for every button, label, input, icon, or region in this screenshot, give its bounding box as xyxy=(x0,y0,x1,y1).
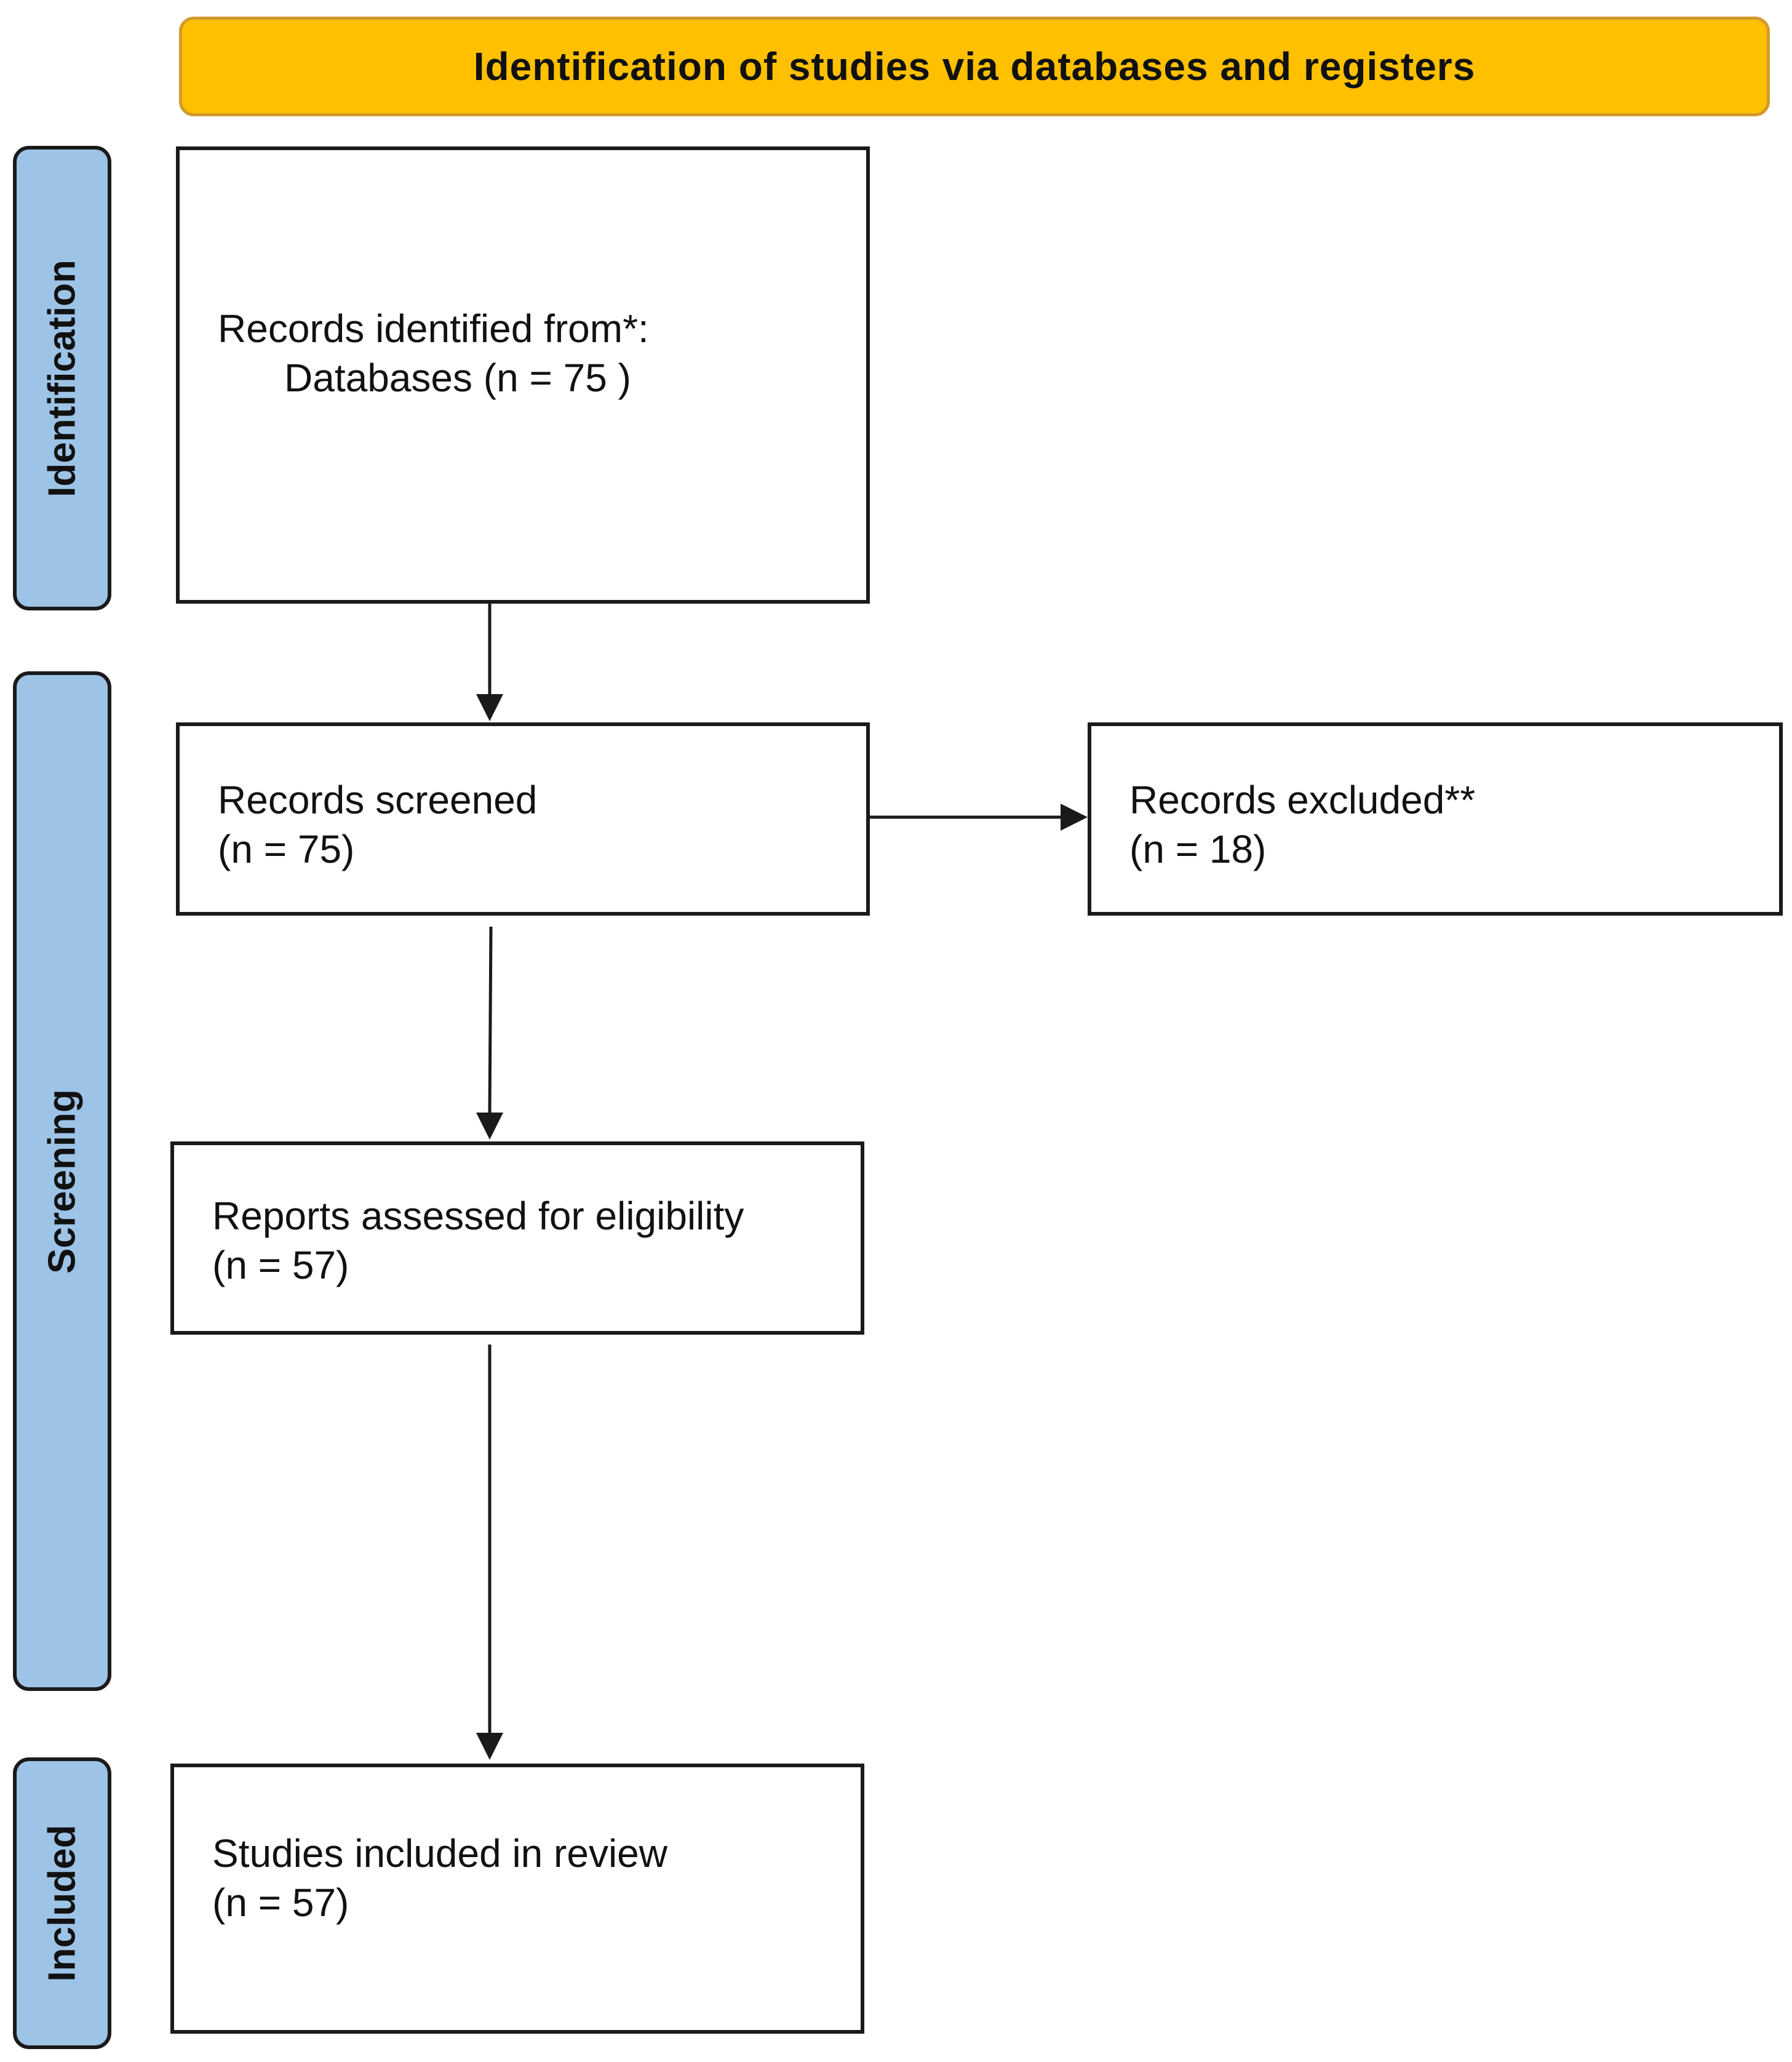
phase-label-screening: Screening xyxy=(41,1089,84,1274)
records-screened-count: (n = 75) xyxy=(218,827,355,871)
records-identified-label: Records identified from*: xyxy=(218,306,649,351)
arrow-screened-to-assessed xyxy=(476,926,503,1140)
box-studies-included: Studies included in review (n = 57) xyxy=(170,1764,864,2034)
header-banner: Identification of studies via databases … xyxy=(179,17,1770,116)
records-excluded-count: (n = 18) xyxy=(1129,827,1267,871)
box-records-excluded: Records excluded** (n = 18) xyxy=(1088,722,1783,916)
header-title: Identification of studies via databases … xyxy=(473,44,1476,89)
records-excluded-label: Records excluded** xyxy=(1129,778,1476,822)
records-screened-label: Records screened xyxy=(218,778,538,822)
records-identified-count: Databases (n = 75 ) xyxy=(284,356,631,400)
arrow-identified-to-screened xyxy=(476,604,503,721)
arrow-screened-to-excluded xyxy=(870,804,1088,831)
box-records-identified: Records identified from*: Databases (n =… xyxy=(176,146,870,604)
phase-tab-screening: Screening xyxy=(13,671,111,1691)
reports-assessed-count: (n = 57) xyxy=(212,1243,349,1287)
phase-label-identification: Identification xyxy=(41,259,84,497)
reports-assessed-label: Reports assessed for eligibility xyxy=(212,1194,744,1238)
phase-tab-included: Included xyxy=(13,1757,111,2049)
box-reports-assessed: Reports assessed for eligibility (n = 57… xyxy=(170,1141,864,1335)
phase-tab-identification: Identification xyxy=(13,146,111,610)
arrow-assessed-to-included xyxy=(476,1345,503,1760)
studies-included-count: (n = 57) xyxy=(212,1880,349,1925)
phase-label-included: Included xyxy=(41,1824,84,1982)
box-records-screened: Records screened (n = 75) xyxy=(176,722,870,916)
studies-included-label: Studies included in review xyxy=(212,1831,667,1876)
